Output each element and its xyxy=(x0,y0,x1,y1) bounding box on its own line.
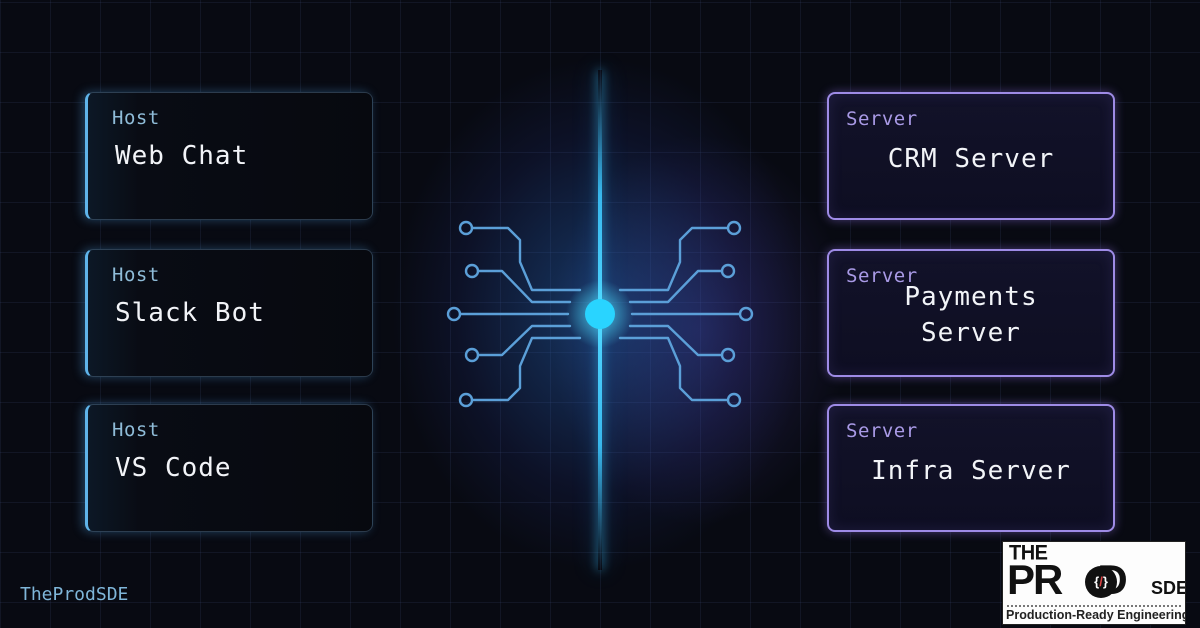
host-name: Web Chat xyxy=(115,141,249,171)
server-card-infra[interactable]: Server Infra Server xyxy=(827,404,1115,532)
watermark-text: TheProdSDE xyxy=(20,584,129,605)
host-tag: Host xyxy=(112,107,160,129)
code-brace-icon: {/} xyxy=(1085,566,1117,598)
server-name-line1: Payments xyxy=(904,282,1038,312)
logo-tagline: Production-Ready Engineering xyxy=(1006,608,1186,622)
host-tag: Host xyxy=(112,264,160,286)
server-tag: Server xyxy=(846,108,918,130)
server-tag: Server xyxy=(846,265,918,287)
brand-logo: THE PRD {/} SDE Production-Ready Enginee… xyxy=(1002,541,1186,625)
logo-sde: SDE xyxy=(1151,578,1186,598)
server-name-line2: Server xyxy=(921,318,1021,348)
circuit-hub-icon xyxy=(446,220,754,408)
host-name: VS Code xyxy=(115,453,232,483)
server-name: Infra Server xyxy=(871,456,1071,486)
logo-the: THE xyxy=(1009,541,1048,565)
server-name: CRM Server xyxy=(887,144,1055,174)
host-card-web-chat[interactable]: Host Web Chat xyxy=(85,92,373,220)
host-card-slack-bot[interactable]: Host Slack Bot xyxy=(85,249,373,377)
host-tag: Host xyxy=(112,419,160,441)
host-card-vs-code[interactable]: Host VS Code xyxy=(85,404,373,532)
host-name: Slack Bot xyxy=(115,298,265,328)
server-tag: Server xyxy=(846,420,918,442)
logo-divider xyxy=(1007,605,1181,607)
server-card-payments[interactable]: Server Payments Server xyxy=(827,249,1115,377)
server-card-crm[interactable]: Server CRM Server xyxy=(827,92,1115,220)
